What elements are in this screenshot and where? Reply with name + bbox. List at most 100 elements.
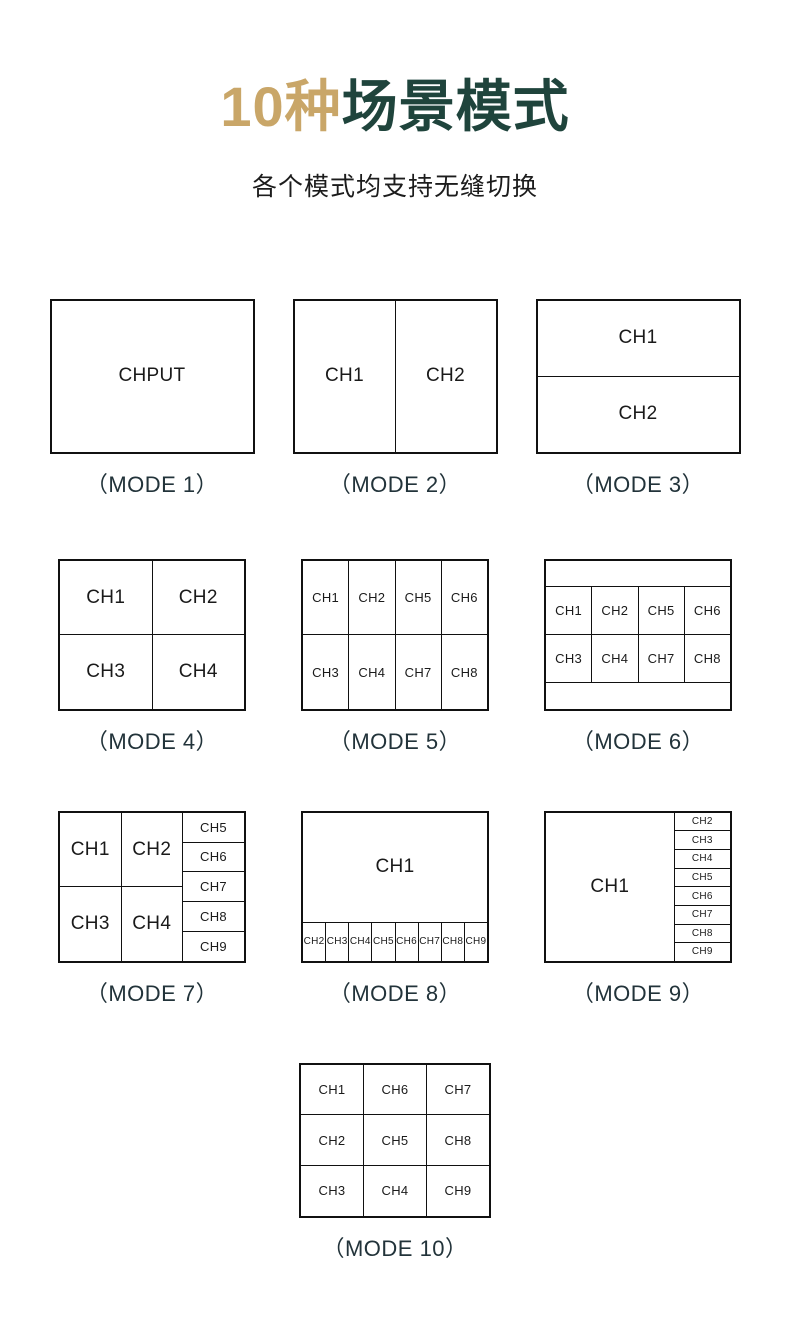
mode-8-strip-7: CH8 bbox=[442, 922, 465, 961]
mode-9-label: （MODE 9） bbox=[571, 980, 705, 1006]
mode-3-cell-1: CH1 bbox=[537, 301, 739, 377]
mode-card-4[interactable]: CH1 CH2 CH3 CH4 （MODE 4） bbox=[31, 558, 274, 756]
mode-9-diagram: CH1 CH2 CH3 CH4 CH5 CH6 CH7 CH8 CH9 bbox=[544, 810, 732, 963]
mode-6-cell-r1c3: CH5 bbox=[639, 586, 685, 634]
mode-6-diagram: CH1 CH2 CH5 CH6 CH3 CH4 CH7 CH8 bbox=[544, 558, 732, 711]
mode-card-3[interactable]: CH1 CH2 （MODE 3） bbox=[517, 298, 760, 499]
mode-6-cell-r2c2: CH4 bbox=[592, 634, 639, 682]
page-subtitle: 各个模式均支持无缝切换 bbox=[251, 172, 538, 201]
mode-5-cell-r1c4: CH6 bbox=[450, 590, 478, 606]
mode-7-cell-3: CH3 bbox=[60, 887, 122, 961]
mode-9-side-3: CH4 bbox=[674, 850, 730, 869]
mode-7-cell-4: CH4 bbox=[132, 913, 172, 935]
mode-7-cell-2: CH2 bbox=[132, 838, 172, 860]
mode-10-cell-r3c2: CH4 bbox=[364, 1166, 427, 1216]
mode-5-diagram: CH1 CH2 CH5 CH6 CH3 CH4 CH7 CH8 bbox=[301, 558, 489, 711]
mode-card-1[interactable]: CHPUT （MODE 1） bbox=[31, 298, 274, 499]
mode-5-cell-r2c1: CH3 bbox=[303, 635, 350, 709]
mode-6-cell-r2c3: CH7 bbox=[639, 634, 685, 682]
mode-row-2: CH1 CH2 CH3 CH4 （MODE 4） CH1 CH2 CH5 CH6 bbox=[0, 558, 790, 756]
mode-3-label: （MODE 3） bbox=[571, 471, 705, 497]
mode-6-cell-r2c4: CH8 bbox=[693, 650, 721, 666]
mode-10-cell-r1c2: CH6 bbox=[364, 1064, 427, 1115]
mode-8-strip-5: CH6 bbox=[396, 922, 419, 961]
mode-10-cell-r2c2: CH5 bbox=[364, 1115, 427, 1166]
mode-7-side-4: CH8 bbox=[183, 902, 244, 932]
mode-6-label: （MODE 6） bbox=[571, 728, 705, 754]
mode-2-cell-2: CH2 bbox=[426, 365, 465, 387]
mode-8-strip-4: CH5 bbox=[372, 922, 396, 961]
mode-5-cell-r2c2: CH4 bbox=[349, 635, 396, 709]
title-main: 场景模式 bbox=[341, 75, 570, 138]
page-header: 10种场景模式 各个模式均支持无缝切换 bbox=[0, 0, 790, 203]
mode-8-label: （MODE 8） bbox=[328, 980, 462, 1006]
mode-5-cell-r1c3: CH5 bbox=[396, 560, 442, 635]
mode-1-label: （MODE 1） bbox=[85, 471, 219, 497]
mode-10-cell-r3c3: CH9 bbox=[444, 1183, 472, 1199]
mode-7-label: （MODE 7） bbox=[85, 980, 219, 1006]
mode-7-cell-1: CH1 bbox=[60, 812, 122, 887]
mode-6-cell-r1c2: CH2 bbox=[592, 586, 639, 634]
mode-9-side-5: CH6 bbox=[674, 887, 730, 906]
mode-10-cell-r3c1: CH3 bbox=[301, 1166, 364, 1216]
mode-5-cell-r1c1: CH1 bbox=[303, 560, 350, 635]
mode-row-1: CHPUT （MODE 1） CH1 CH2 （MODE 2） CH1 CH2 … bbox=[0, 298, 790, 499]
mode-4-cell-3: CH3 bbox=[60, 635, 153, 709]
mode-6-bar-top bbox=[546, 561, 730, 587]
mode-10-cell-r2c3: CH8 bbox=[444, 1132, 472, 1148]
title-accent: 10种 bbox=[220, 75, 342, 138]
mode-7-diagram: CH1 CH2 CH3 CH4 CH5 CH6 CH7 CH8 CH9 bbox=[58, 810, 246, 963]
mode-8-diagram: CH1 CH2 CH3 CH4 CH5 CH6 CH7 CH8 CH9 bbox=[301, 810, 489, 963]
mode-7-side-3: CH7 bbox=[183, 872, 244, 903]
mode-1-cell-chput: CHPUT bbox=[118, 365, 186, 387]
mode-6-cell-r2c1: CH3 bbox=[546, 634, 593, 682]
mode-row-3: CH1 CH2 CH3 CH4 CH5 CH6 CH7 CH8 CH9 （MOD… bbox=[0, 810, 790, 1008]
mode-2-label: （MODE 2） bbox=[328, 471, 462, 497]
mode-6-cell-r1c4: CH6 bbox=[693, 602, 721, 618]
mode-6-cell-r1c1: CH1 bbox=[546, 586, 593, 634]
mode-4-cell-2: CH2 bbox=[178, 586, 218, 608]
mode-card-9[interactable]: CH1 CH2 CH3 CH4 CH5 CH6 CH7 CH8 CH9 （MOD… bbox=[517, 810, 760, 1008]
mode-5-cell-r2c3: CH7 bbox=[396, 635, 442, 709]
mode-card-6[interactable]: CH1 CH2 CH5 CH6 CH3 CH4 CH7 CH8 （MODE 6） bbox=[517, 558, 760, 756]
mode-7-side-5: CH9 bbox=[200, 938, 227, 954]
mode-4-cell-1: CH1 bbox=[60, 560, 153, 635]
page-title: 10种场景模式 bbox=[0, 75, 790, 138]
mode-7-side-2: CH6 bbox=[183, 843, 244, 873]
mode-8-strip-2: CH3 bbox=[326, 922, 350, 961]
mode-6-bar-bottom bbox=[546, 683, 730, 709]
mode-4-cell-4: CH4 bbox=[178, 661, 218, 683]
mode-9-main-cell: CH1 bbox=[546, 812, 675, 961]
mode-5-cell-r2c4: CH8 bbox=[450, 664, 478, 680]
mode-8-strip-8: CH9 bbox=[465, 936, 487, 948]
mode-gallery: CHPUT （MODE 1） CH1 CH2 （MODE 2） CH1 CH2 … bbox=[0, 298, 790, 1263]
mode-8-strip-1: CH2 bbox=[303, 922, 327, 961]
mode-10-diagram: CH1 CH6 CH7 CH2 CH5 CH8 CH3 CH4 CH9 bbox=[299, 1062, 491, 1218]
mode-card-7[interactable]: CH1 CH2 CH3 CH4 CH5 CH6 CH7 CH8 CH9 （MOD… bbox=[31, 810, 274, 1008]
mode-9-side-1: CH2 bbox=[674, 813, 730, 832]
mode-card-2[interactable]: CH1 CH2 （MODE 2） bbox=[274, 298, 517, 499]
mode-3-diagram: CH1 CH2 bbox=[535, 298, 741, 454]
mode-card-10[interactable]: CH1 CH6 CH7 CH2 CH5 CH8 CH3 CH4 CH9 （MOD… bbox=[274, 1062, 517, 1263]
mode-7-side-1: CH5 bbox=[183, 813, 244, 843]
mode-1-diagram: CHPUT bbox=[49, 298, 255, 454]
mode-4-diagram: CH1 CH2 CH3 CH4 bbox=[58, 558, 246, 711]
mode-9-side-7: CH8 bbox=[674, 925, 730, 944]
mode-8-strip-6: CH7 bbox=[419, 922, 442, 961]
mode-5-label: （MODE 5） bbox=[328, 728, 462, 754]
mode-10-cell-r1c1: CH1 bbox=[301, 1064, 364, 1115]
mode-10-cell-r2c1: CH2 bbox=[301, 1115, 364, 1166]
mode-9-side-8: CH9 bbox=[691, 946, 713, 958]
mode-9-side-2: CH3 bbox=[674, 831, 730, 851]
mode-10-cell-r1c3: CH7 bbox=[444, 1082, 472, 1098]
mode-card-8[interactable]: CH1 CH2 CH3 CH4 CH5 CH6 CH7 CH8 CH9 （MOD… bbox=[274, 810, 517, 1008]
mode-10-label: （MODE 10） bbox=[322, 1235, 468, 1261]
mode-2-diagram: CH1 CH2 bbox=[292, 298, 498, 454]
mode-2-cell-1: CH1 bbox=[295, 300, 396, 452]
mode-9-side-4: CH5 bbox=[674, 869, 730, 888]
mode-4-label: （MODE 4） bbox=[85, 728, 219, 754]
mode-row-4: CH1 CH6 CH7 CH2 CH5 CH8 CH3 CH4 CH9 （MOD… bbox=[0, 1062, 790, 1263]
mode-card-5[interactable]: CH1 CH2 CH5 CH6 CH3 CH4 CH7 CH8 （MODE 5） bbox=[274, 558, 517, 756]
mode-3-cell-2: CH2 bbox=[618, 403, 658, 425]
mode-5-cell-r1c2: CH2 bbox=[349, 560, 396, 635]
